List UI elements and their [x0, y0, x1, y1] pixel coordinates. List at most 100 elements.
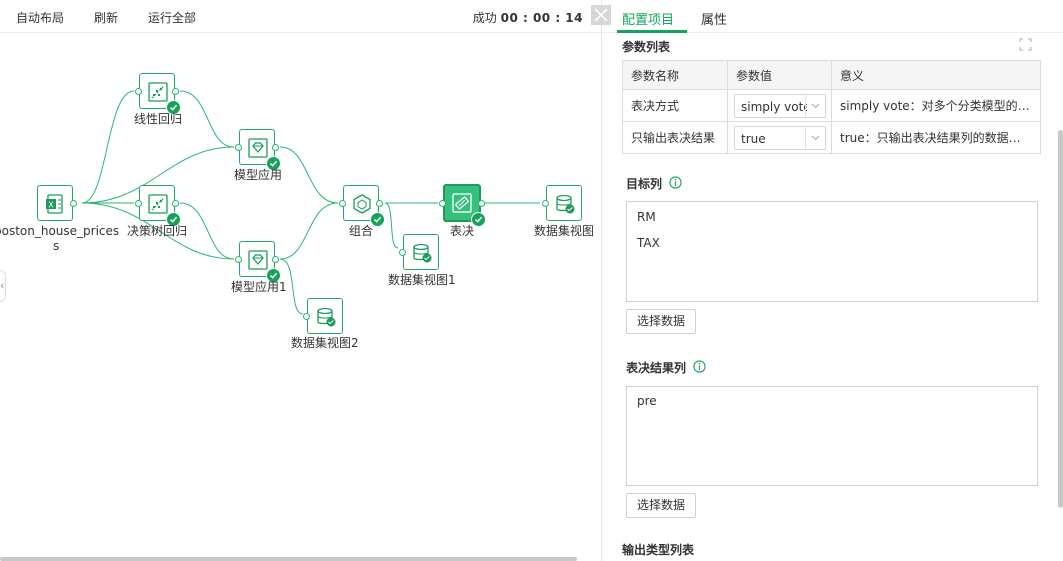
- node-label-boston-wrap: s: [53, 239, 60, 253]
- panel-tabs: 配置项目 属性: [602, 0, 1063, 33]
- regression-icon: [148, 82, 168, 102]
- input-port[interactable]: [135, 200, 142, 207]
- edge-boston-apply1: [81, 146, 235, 204]
- node-label-view: 数据集视图: [534, 224, 595, 238]
- input-port[interactable]: [135, 88, 142, 95]
- node-model-apply[interactable]: [235, 129, 281, 171]
- refresh-button[interactable]: 刷新: [94, 11, 119, 25]
- node-label-linreg: 线性回归: [134, 112, 183, 126]
- output-port[interactable]: [376, 200, 383, 207]
- input-port[interactable]: [399, 249, 406, 256]
- edge-linreg-apply1: [179, 90, 235, 148]
- node-label-vote: 表决: [450, 224, 475, 238]
- table-row: 只输出表决结果 true true：只输出表决结果列的数据。 f...: [622, 121, 1041, 154]
- tab-properties[interactable]: 属性: [701, 13, 728, 28]
- run-status: 成功 00 : 00 : 14: [473, 9, 583, 26]
- output-port[interactable]: [70, 200, 77, 207]
- success-check-icon: [266, 156, 281, 171]
- output-port[interactable]: [172, 88, 179, 95]
- list-item[interactable]: RM: [637, 210, 656, 224]
- run-all-button[interactable]: 运行全部: [148, 11, 197, 25]
- node-dataset-view-2[interactable]: [303, 298, 343, 334]
- node-combine[interactable]: [339, 185, 385, 227]
- node-boston-house-prices[interactable]: X: [37, 185, 77, 221]
- param-table: 参数名称 参数值 意义 表决方式 simply vote: [622, 60, 1041, 154]
- input-port[interactable]: [235, 256, 242, 263]
- param-list-title: 参数列表: [622, 40, 671, 54]
- input-port[interactable]: [542, 200, 549, 207]
- output-only-result-select[interactable]: true: [734, 125, 826, 150]
- param-value-cell: simply vote: [727, 89, 832, 122]
- success-check-icon: [166, 100, 181, 115]
- info-icon[interactable]: [693, 360, 706, 373]
- column-header: 参数名称: [622, 60, 728, 90]
- fullscreen-icon[interactable]: [1019, 38, 1032, 51]
- success-check-icon: [370, 212, 385, 227]
- select-result-data-button[interactable]: 选择数据: [626, 493, 696, 518]
- auto-layout-button[interactable]: 自动布局: [16, 11, 65, 25]
- database-icon: [556, 194, 575, 214]
- select-target-data-button[interactable]: 选择数据: [626, 309, 696, 334]
- select-arrow: [805, 126, 825, 149]
- collapse-panel-button[interactable]: [591, 5, 611, 25]
- edge-boston-apply2: [81, 202, 235, 260]
- chevron-left-icon: ‹: [0, 279, 5, 292]
- list-item[interactable]: pre: [637, 394, 657, 408]
- edge-apply2-view2: [279, 258, 304, 315]
- select-value: simply vote: [741, 99, 807, 114]
- table-row: 表决方式 simply vote simply vote：对多个分类模型的预..…: [622, 89, 1041, 122]
- param-value-cell: true: [727, 121, 832, 154]
- horizontal-scrollbar[interactable]: [0, 557, 577, 561]
- chevron-down-icon: [811, 135, 820, 140]
- excel-icon: X: [46, 194, 63, 214]
- database-icon: [413, 243, 432, 263]
- active-tab-indicator: [617, 30, 687, 33]
- ticket-icon: [452, 193, 472, 213]
- result-column-list[interactable]: pre: [626, 386, 1038, 486]
- node-label-apply1: 模型应用: [234, 168, 283, 182]
- node-linear-regression[interactable]: [135, 73, 181, 115]
- node-model-apply-1[interactable]: [235, 241, 281, 283]
- edge-boston-linreg: [81, 90, 135, 204]
- svg-text:X: X: [48, 201, 54, 210]
- input-port[interactable]: [303, 313, 310, 320]
- target-column-list[interactable]: RM TAX: [626, 201, 1038, 302]
- vertical-scrollbar[interactable]: [1058, 130, 1063, 508]
- config-panel: 配置项目 属性 参数列表 参数名称 参数值 意义 表决方式: [601, 0, 1063, 561]
- param-name: 只输出表决结果: [622, 121, 728, 154]
- gem-icon: [248, 138, 268, 158]
- select-arrow: [805, 94, 825, 117]
- output-port[interactable]: [478, 200, 485, 207]
- output-port[interactable]: [272, 256, 279, 263]
- workflow-canvas[interactable]: X boston_house_prices s: [0, 33, 601, 561]
- node-dataset-view-1[interactable]: [399, 234, 439, 270]
- tab-config-items[interactable]: 配置项目: [622, 13, 675, 28]
- select-value: true: [741, 131, 766, 146]
- target-column-title: 目标列: [626, 177, 663, 191]
- input-port[interactable]: [235, 144, 242, 151]
- node-vote[interactable]: [439, 184, 486, 227]
- edge-tree-apply2: [179, 202, 235, 260]
- output-port[interactable]: [272, 144, 279, 151]
- node-decision-tree-regression[interactable]: [135, 185, 181, 227]
- vote-method-select[interactable]: simply vote: [734, 93, 826, 118]
- output-port[interactable]: [172, 200, 179, 207]
- left-drawer-toggle[interactable]: ‹: [0, 270, 6, 302]
- status-label: 成功: [472, 11, 497, 25]
- param-meaning: simply vote：对多个分类模型的预...: [831, 89, 1041, 122]
- column-header: 参数值: [727, 60, 832, 90]
- success-check-icon: [166, 212, 181, 227]
- status-time: 00 : 00 : 14: [500, 11, 583, 25]
- node-label-boston: boston_house_prices: [0, 224, 120, 238]
- node-dataset-view[interactable]: [542, 185, 582, 221]
- output-type-list-title: 输出类型列表: [622, 543, 695, 557]
- list-item[interactable]: TAX: [637, 236, 660, 250]
- param-name: 表决方式: [622, 89, 728, 122]
- input-port[interactable]: [439, 200, 446, 207]
- input-port[interactable]: [339, 200, 346, 207]
- info-icon[interactable]: [669, 176, 682, 189]
- result-column-title: 表决结果列: [626, 361, 687, 375]
- success-check-icon: [266, 268, 281, 283]
- table-header-row: 参数名称 参数值 意义: [622, 60, 1041, 90]
